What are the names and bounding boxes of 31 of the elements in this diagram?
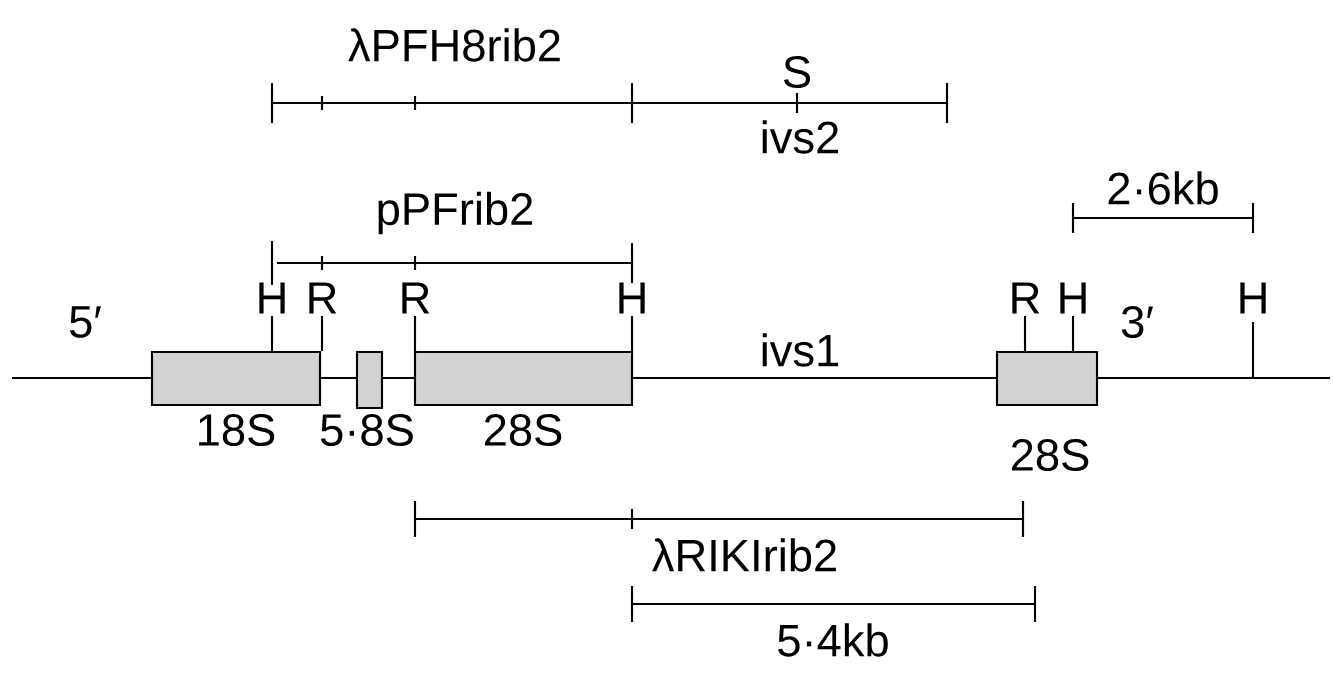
site-label: R xyxy=(1012,282,1040,314)
map-label: H xyxy=(1240,282,1266,314)
restriction-site-tick xyxy=(630,316,634,351)
map-label: 5·4kb xyxy=(778,623,888,657)
gene-label: 5·8S xyxy=(320,413,413,447)
map-label: 2·6kb xyxy=(1108,171,1218,205)
map-label: ivs2 xyxy=(762,120,839,154)
map-label: ivs1 xyxy=(762,333,839,367)
site-label: H xyxy=(1060,282,1086,314)
map-label: 3′ xyxy=(1121,305,1153,339)
gene-box xyxy=(413,350,634,407)
restriction-site-tick xyxy=(1023,316,1027,351)
gene-label: 28S xyxy=(484,413,562,447)
map-label: pPFrib2 xyxy=(378,191,533,235)
restriction-site-tick xyxy=(413,316,417,351)
map-label: 5′ xyxy=(69,306,101,338)
map-label: λPFH8rib2 xyxy=(348,28,560,62)
site-label: R xyxy=(402,282,430,314)
gene-label: 18S xyxy=(199,413,275,447)
gene-label: 28S xyxy=(1011,438,1089,472)
site-label: R xyxy=(309,282,337,314)
map-label: S xyxy=(783,55,811,89)
site-label: H xyxy=(259,282,285,314)
restriction-site-tick xyxy=(320,316,324,351)
gene-box xyxy=(995,350,1099,407)
restriction-site-tick xyxy=(1071,316,1075,351)
site-label: H xyxy=(619,282,645,314)
map-label: λRIKIrib2 xyxy=(652,538,836,572)
gene-box xyxy=(355,350,384,410)
restriction-site-tick xyxy=(270,316,274,351)
gene-box xyxy=(150,350,322,407)
